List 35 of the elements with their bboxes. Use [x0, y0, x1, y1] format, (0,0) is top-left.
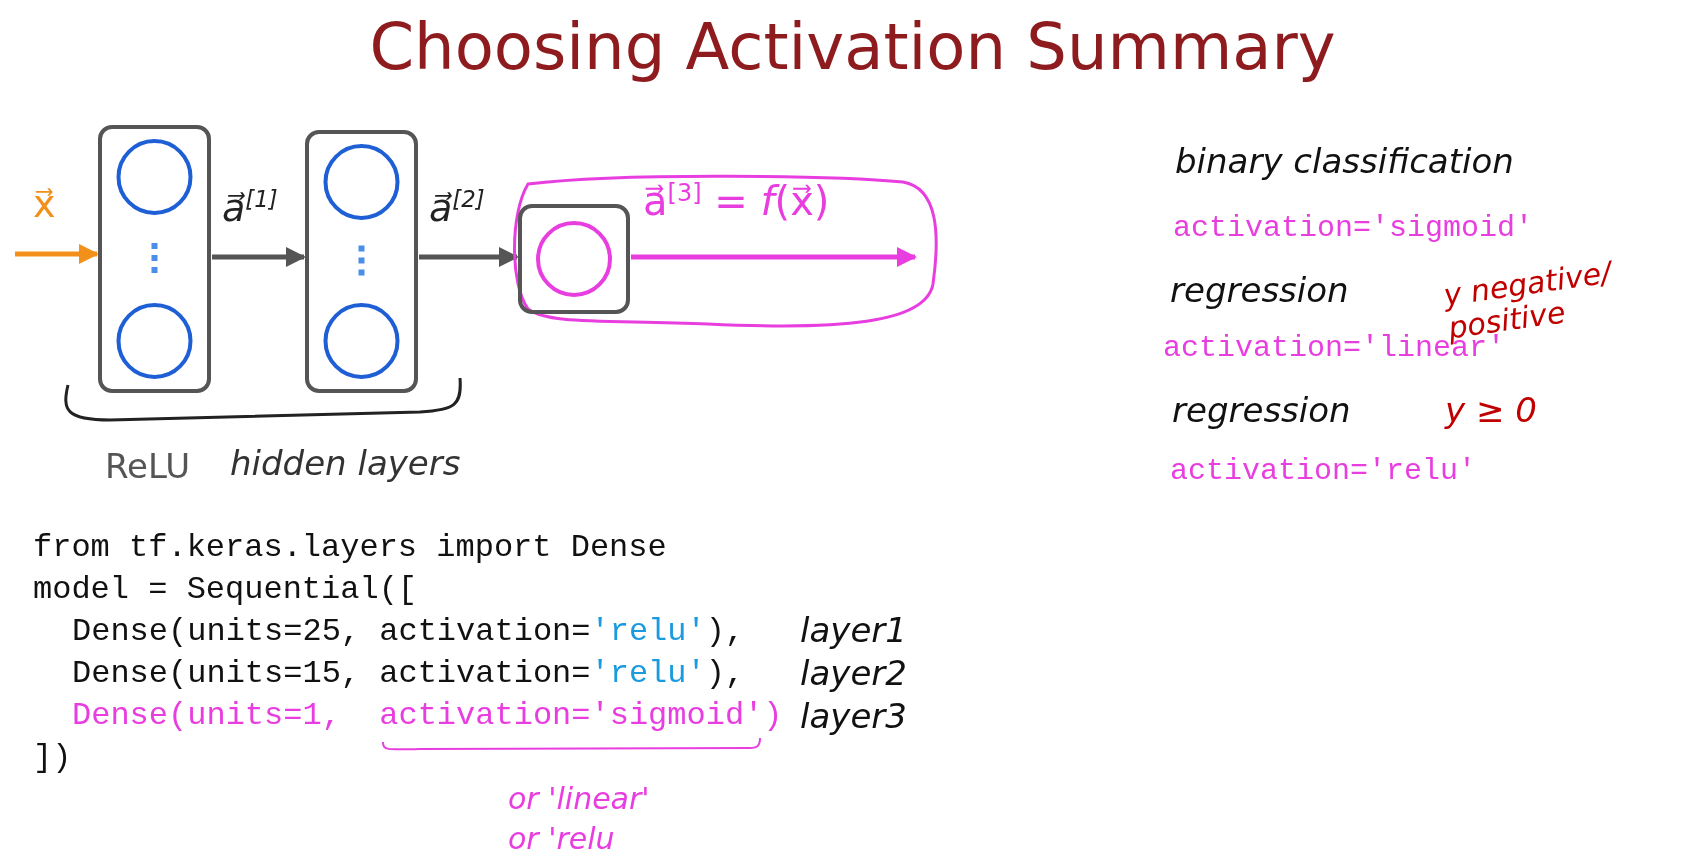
edge-label: a⃗$^{[1]}$: [222, 187, 278, 230]
handwritten-note: or 'linear': [508, 782, 650, 815]
output-layer-box: [518, 204, 630, 314]
handwritten-note: regression: [1172, 392, 1351, 430]
edge-label: x⃗: [33, 184, 56, 226]
arrow: [419, 247, 519, 267]
arrow: [212, 247, 306, 267]
layer-box: [98, 125, 211, 393]
handwritten-note: layer1: [800, 612, 907, 650]
code-line: from tf.keras.layers import Dense: [33, 530, 667, 566]
code-line: ),: [705, 614, 745, 650]
handwritten-note: layer3: [800, 698, 907, 736]
layer-box: [305, 130, 418, 393]
output-formula: a⃗$^{[3]}$ = f(x⃗): [643, 179, 830, 223]
handwritten-note: hidden layers: [230, 445, 461, 483]
code-string: 'relu': [590, 656, 706, 692]
code-line: activation='relu': [1170, 455, 1477, 488]
edge-label: a⃗$^{[2]}$: [429, 187, 485, 230]
handwritten-note: binary classification: [1175, 143, 1514, 181]
code-line: model = Sequential([: [33, 572, 418, 608]
arrow: [15, 244, 99, 264]
layer-type-label: ReLU: [105, 448, 191, 486]
code-string: 'relu': [590, 614, 706, 650]
code-line: Dense(units=15, activation=: [72, 656, 591, 692]
arrow: [631, 247, 917, 267]
handwritten-note: or 'relu: [508, 822, 615, 855]
handwritten-note: regression: [1170, 272, 1349, 310]
code-line: ),: [705, 656, 745, 692]
code-line: Dense(units=25, activation=: [72, 614, 591, 650]
handwritten-note: layer2: [800, 655, 907, 693]
handwritten-note: y ≥ 0: [1445, 392, 1537, 430]
code-line: activation='sigmoid': [1173, 212, 1534, 245]
code-line: Dense(units=1, activation='sigmoid'): [72, 698, 783, 734]
slide-title: Choosing Activation Summary: [368, 12, 1337, 83]
code-line: ]): [33, 740, 72, 776]
